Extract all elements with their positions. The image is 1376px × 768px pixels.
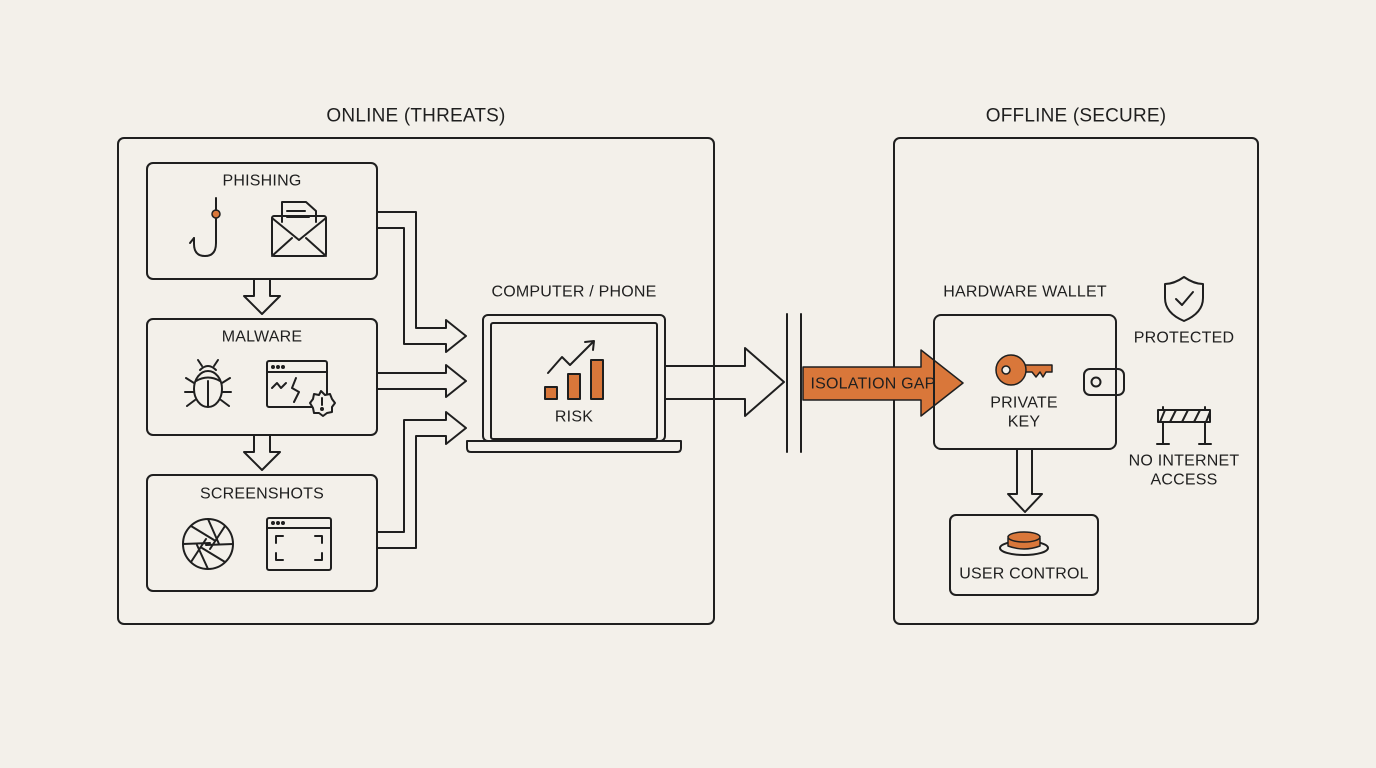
broken-window-alert-icon (266, 360, 336, 417)
connector-arrow-malware (376, 364, 467, 398)
down-arrow-phishing-malware (243, 279, 281, 315)
private-key-label-line1: PRIVATE (990, 394, 1058, 412)
envelope-icon (271, 201, 327, 257)
offline-section-title: OFFLINE (SECURE) (985, 105, 1167, 127)
barrier-icon (1156, 406, 1212, 445)
user-control-label: USER CONTROL (959, 565, 1089, 583)
phishing-label: PHISHING (222, 172, 302, 190)
down-arrow-malware-screenshots (243, 435, 281, 471)
laptop-icon (466, 314, 682, 453)
arrow-to-user-control (1007, 449, 1043, 513)
bug-icon (184, 359, 232, 408)
camera-aperture-icon (182, 518, 234, 570)
no-internet-label-line2: ACCESS (1150, 471, 1218, 489)
key-hole (1001, 365, 1011, 375)
user-control-box (949, 514, 1099, 596)
no-internet-label-line1: NO INTERNET (1128, 452, 1240, 470)
hardware-wallet-title: HARDWARE WALLET (943, 283, 1107, 301)
shield-check-icon (1164, 276, 1204, 322)
connector-arrow-phishing (376, 211, 467, 353)
phishing-box (146, 162, 378, 280)
screen-capture-icon (266, 517, 332, 571)
risk-label: RISK (554, 408, 594, 426)
wallet-button-icon (1083, 368, 1125, 396)
connector-arrow-screenshots (376, 411, 467, 549)
malware-label: MALWARE (221, 328, 303, 346)
isolation-gap-label: ISOLATION GAP (810, 375, 936, 393)
online-panel (117, 137, 715, 625)
hardware-wallet-box (933, 314, 1117, 450)
wallet-button-dot (1090, 376, 1102, 388)
key-icon (995, 354, 1053, 386)
rising-bar-chart-icon (544, 340, 604, 400)
malware-box (146, 318, 378, 436)
online-section-title: ONLINE (THREATS) (326, 105, 506, 127)
protected-label: PROTECTED (1133, 329, 1235, 347)
private-key-label-line2: KEY (1007, 413, 1041, 431)
computer-title: COMPUTER / PHONE (491, 283, 657, 301)
isolation-gap-arrow (802, 349, 964, 417)
arrow-to-isolation-gap (664, 347, 785, 417)
button-icon (999, 531, 1049, 556)
fishing-hook-icon (189, 197, 221, 257)
screenshots-label: SCREENSHOTS (200, 485, 324, 503)
